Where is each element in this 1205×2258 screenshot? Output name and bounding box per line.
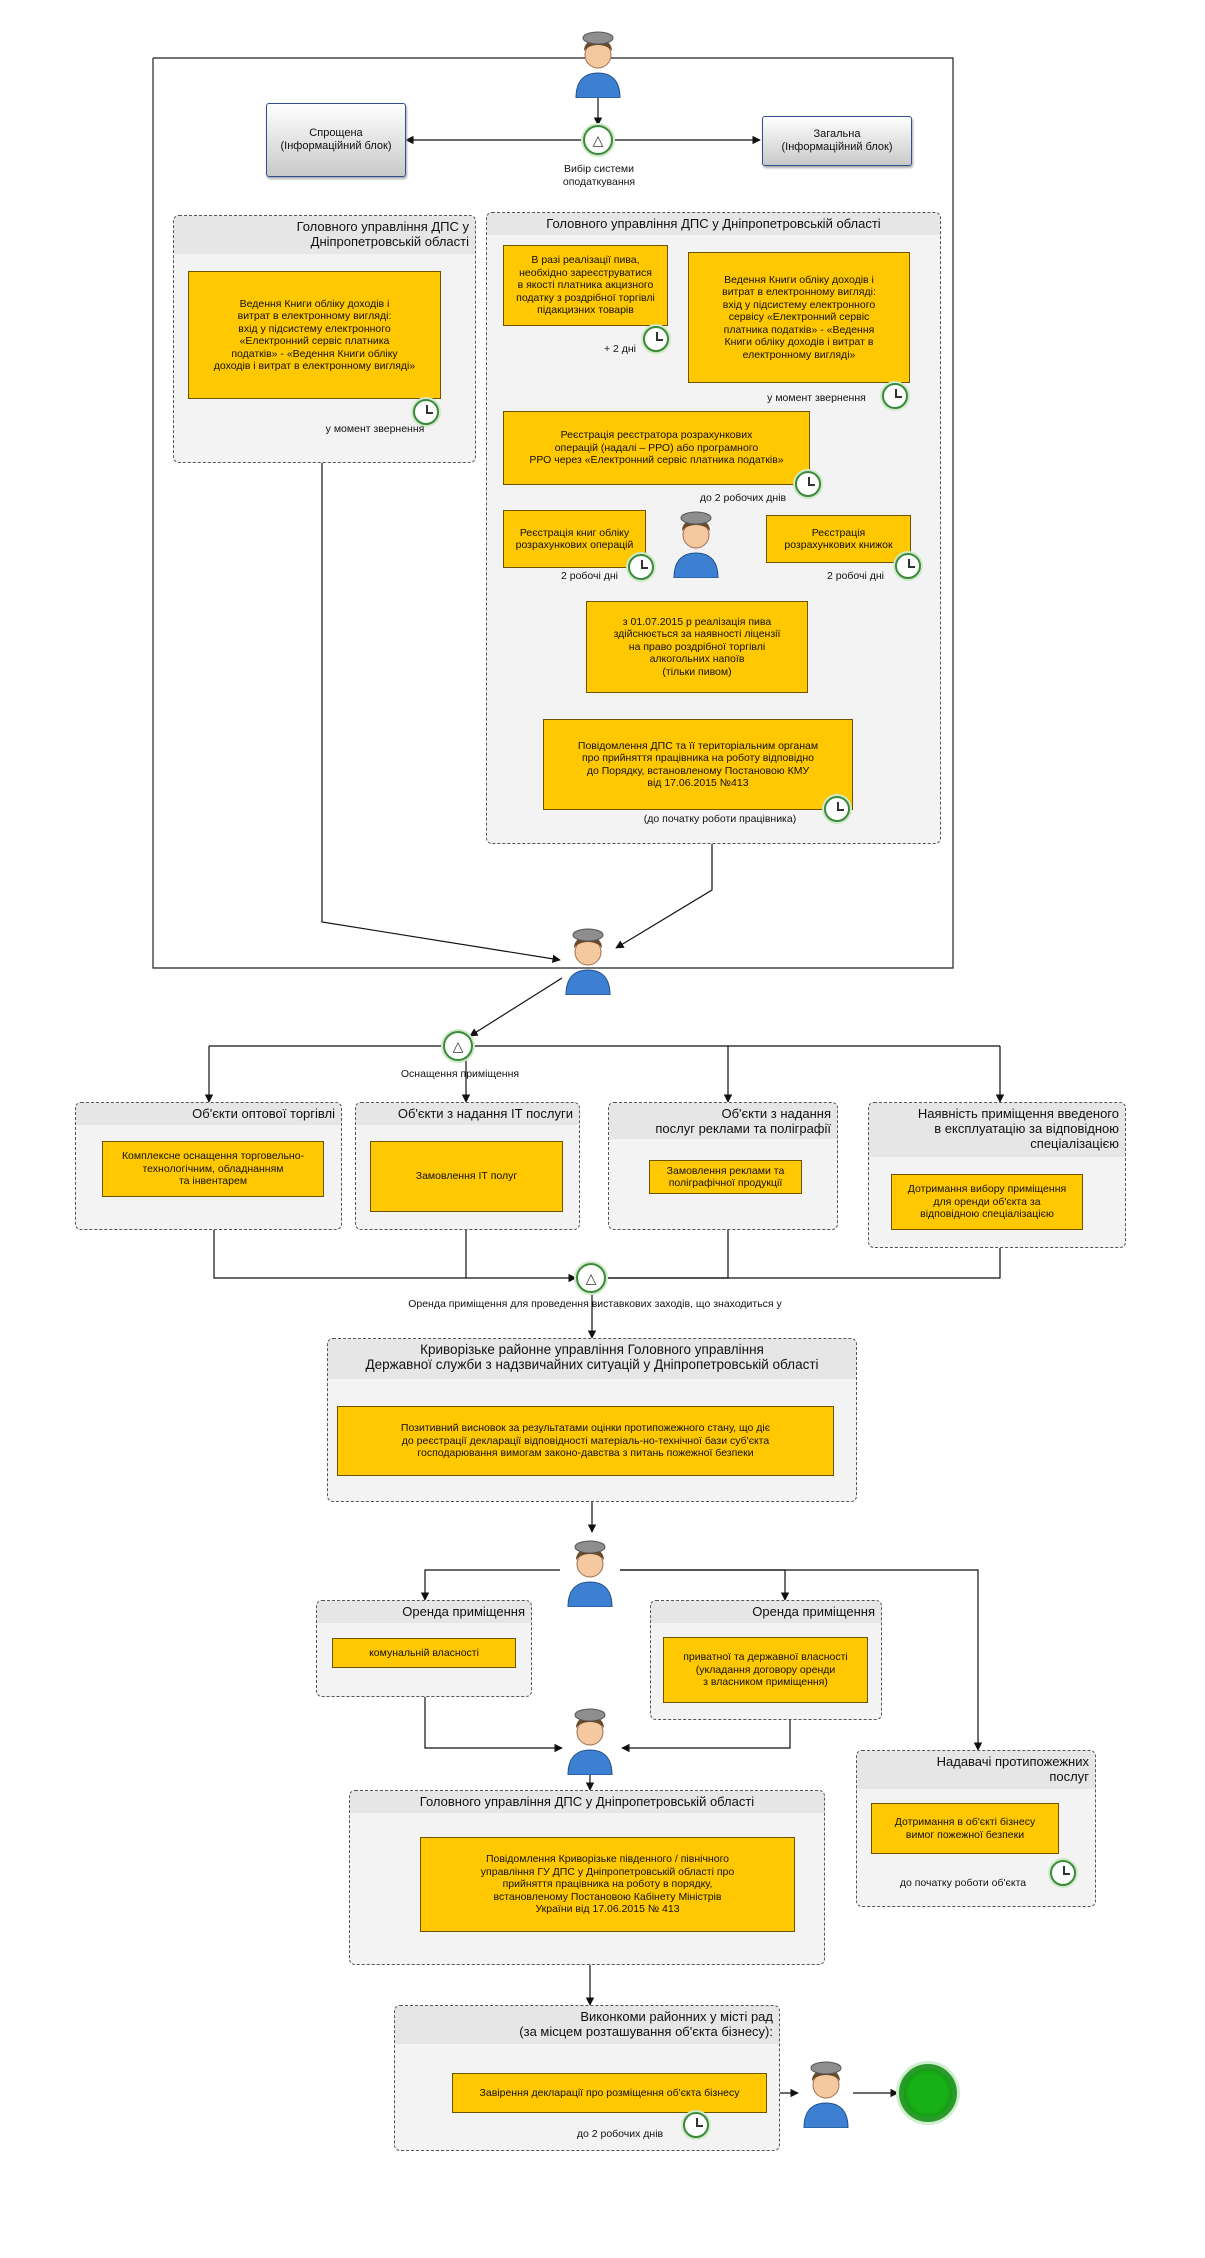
task-fire-safety-compliance[interactable]: Дотримання в об'єкті бізнесу вимог пожеж…	[871, 1803, 1059, 1854]
task-beer-license[interactable]: з 01.07.2015 р реалізація пива здійснюєт…	[586, 601, 808, 693]
timer-label-left: у момент звернення	[325, 423, 425, 435]
timer-label-beer: + 2 дні	[603, 343, 637, 355]
end-event-icon	[899, 2064, 957, 2122]
task-ops-books-registration[interactable]: Реєстрація книг обліку розрахункових опе…	[503, 510, 646, 568]
equipment-gateway-icon: △	[443, 1031, 473, 1061]
task-notify-employee-bottom[interactable]: Повідомлення Криворізьке південного / пі…	[420, 1837, 795, 1932]
pool-it-services-header: Об'єкти з надання ІТ послуги	[356, 1103, 579, 1125]
timer-icon	[683, 2112, 709, 2138]
timer-label-rro: до 2 робочих днів	[699, 492, 787, 504]
task-declaration-certification[interactable]: Завірення декларації про розміщення об'є…	[452, 2073, 767, 2113]
timer-label-notify: (до початку роботи працівника)	[643, 813, 797, 825]
task-calc-books-registration[interactable]: Реєстрація розрахункових книжок	[766, 515, 911, 563]
timer-icon	[413, 399, 439, 425]
task-rent-communal[interactable]: комунальній власності	[332, 1638, 516, 1668]
pool-rent-communal-header: Оренда приміщення	[317, 1601, 531, 1623]
person-icon	[575, 31, 621, 98]
person-icon	[673, 511, 719, 578]
equipment-gateway-label: Оснащення приміщення	[400, 1068, 520, 1080]
timer-icon	[1050, 1860, 1076, 1886]
timer-icon	[795, 471, 821, 497]
task-fire-conclusion[interactable]: Позитивний висновок за результатами оцін…	[337, 1406, 834, 1476]
task-beer-excise[interactable]: В разі реалізації пива, необхідно зареєс…	[503, 245, 668, 326]
person-icon	[803, 2061, 849, 2128]
pool-fire-providers-header: Надавачі протипожежних послуг	[857, 1751, 1095, 1789]
timer-label-calc-books: 2 робочі дні	[826, 570, 885, 582]
person-icon	[565, 928, 611, 995]
pool-dps-bottom-header: Головного управління ДПС у Дніпропетровс…	[350, 1791, 824, 1813]
timer-label-fire-providers: до початку роботи об'єкта	[899, 1877, 1027, 1889]
person-icon	[567, 1708, 613, 1775]
timer-label-ops-books: 2 робочі дні	[560, 570, 619, 582]
person-icon	[567, 1540, 613, 1607]
task-wholesale-equipment[interactable]: Комплексне оснащення торговельно- технол…	[102, 1141, 324, 1197]
tax-system-gateway-icon: △	[583, 125, 613, 155]
timer-label-book: у момент звернення	[767, 392, 866, 404]
timer-icon	[643, 326, 669, 352]
pool-premises-header: Наявність приміщення введеного в експлуа…	[869, 1103, 1125, 1157]
rent-gateway-icon: △	[576, 1263, 606, 1293]
simplified-tax-block[interactable]: Спрощена (Інформаційний блок)	[266, 103, 406, 177]
task-income-book-right[interactable]: Ведення Книги обліку доходів і витрат в …	[688, 252, 910, 383]
task-premises-choice[interactable]: Дотримання вибору приміщення для оренди …	[891, 1174, 1083, 1230]
task-it-order[interactable]: Замовлення ІТ полуг	[370, 1141, 563, 1212]
task-rent-private[interactable]: приватної та державної власності (уклада…	[663, 1637, 868, 1703]
task-income-book-left[interactable]: Ведення Книги обліку доходів і витрат в …	[188, 271, 441, 399]
pool-rent-private-header: Оренда приміщення	[651, 1601, 881, 1623]
timer-icon	[824, 796, 850, 822]
rent-gateway-label: Оренда приміщення для проведення виставк…	[408, 1298, 782, 1310]
timer-icon	[882, 383, 908, 409]
pool-vykonkom-header: Виконкоми районних у місті рад (за місце…	[395, 2006, 779, 2044]
timer-icon	[895, 553, 921, 579]
pool-wholesale-header: Об'єкти оптової торгівлі	[76, 1103, 341, 1125]
timer-icon	[628, 554, 654, 580]
pool-advertising-header: Об'єкти з надання послуг реклами та полі…	[609, 1103, 837, 1139]
task-advertising-order[interactable]: Замовлення реклами та поліграфічної прод…	[649, 1160, 802, 1194]
general-tax-block[interactable]: Загальна (Інформаційний блок)	[762, 116, 912, 166]
pool-fire-service-header: Криворізьке районне управління Головного…	[328, 1339, 856, 1379]
task-rro-registration[interactable]: Реєстрація реєстратора розрахункових опе…	[503, 411, 810, 485]
tax-system-gateway-label: Вибір системи оподаткування	[562, 163, 636, 188]
task-notify-dps-employee[interactable]: Повідомлення ДПС та її територіальним ор…	[543, 719, 853, 810]
pool-dps-left-header: Головного управління ДПС у Дніпропетровс…	[174, 216, 475, 254]
pool-dps-right-header: Головного управління ДПС у Дніпропетровс…	[487, 213, 940, 235]
timer-label-vykonkom: до 2 робочих днів	[576, 2128, 664, 2140]
